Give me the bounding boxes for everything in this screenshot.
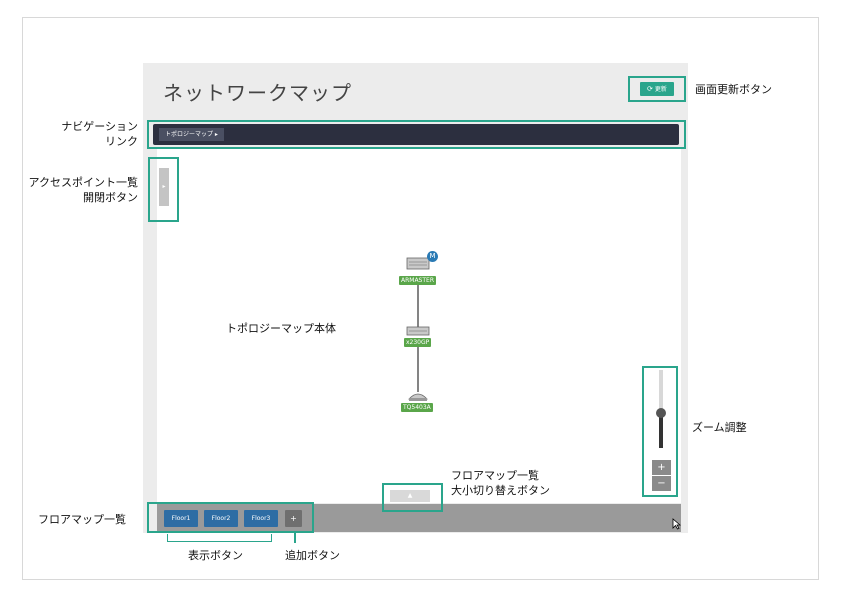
callout-navigation-line2: リンク (105, 135, 138, 148)
callout-navigation-line1: ナビゲーション (61, 120, 138, 133)
topology-canvas[interactable]: ▸ (157, 148, 681, 503)
add-floor-button[interactable]: + (285, 510, 302, 527)
callout-show-buttons: 表示ボタン (188, 549, 243, 562)
highlight-floor-list (147, 502, 314, 533)
highlight-refresh (628, 76, 686, 102)
callout-ap-toggle: アクセスポイント一覧 開閉ボタン (14, 175, 138, 205)
mouse-cursor-icon (672, 518, 681, 530)
zoom-slider[interactable] (656, 370, 666, 448)
zoom-slider-handle[interactable] (656, 408, 666, 418)
zoom-out-button[interactable]: − (652, 476, 671, 491)
refresh-button[interactable]: ⟳更新 (640, 82, 674, 96)
bracket-show-buttons (167, 534, 272, 542)
zoom-in-button[interactable]: + (652, 460, 671, 475)
floor-map-list: Floor1 Floor2 Floor3 + (157, 504, 681, 532)
floor-button-1[interactable]: Floor1 (164, 510, 198, 527)
callout-floor-list: フロアマップ一覧 (38, 513, 126, 526)
callout-topology: トポロジーマップ本体 (226, 322, 336, 335)
pointer-add-button (294, 532, 296, 543)
navigation-bar: トポロジーマップ ▸ (153, 124, 679, 145)
highlight-ap-toggle (148, 157, 179, 222)
page-title: ネットワークマップ (163, 81, 352, 105)
switch-icon (406, 257, 430, 270)
refresh-label: 更新 (654, 86, 667, 93)
callout-size-line2: 大小切り替えボタン (451, 484, 550, 497)
callout-size-toggle: フロアマップ一覧 大小切り替えボタン (451, 468, 550, 498)
highlight-size-toggle (382, 483, 443, 512)
floor-list-size-toggle-button[interactable]: ▲ (390, 490, 430, 502)
floor-button-3[interactable]: Floor3 (244, 510, 278, 527)
node-label-armaster[interactable]: ARMASTER (399, 276, 436, 285)
node-label-tq5403a[interactable]: TQ5403A (401, 403, 433, 412)
callout-zoom: ズーム調整 (692, 421, 747, 434)
floor-button-2[interactable]: Floor2 (204, 510, 238, 527)
highlight-navigation (147, 120, 686, 149)
zoom-slider-fill (659, 413, 663, 448)
network-map-window: ネットワークマップ ⟳更新 トポロジーマップ ▸ ▸ Floor1 Floor2… (143, 63, 688, 533)
callout-size-line1: フロアマップ一覧 (451, 469, 539, 482)
callout-refresh: 画面更新ボタン (695, 83, 772, 96)
master-badge: M (427, 251, 438, 262)
callout-ap-line1: アクセスポイント一覧 (28, 176, 138, 189)
highlight-zoom (642, 366, 678, 497)
callout-ap-line2: 開閉ボタン (83, 191, 138, 204)
ap-list-toggle-button[interactable]: ▸ (159, 168, 169, 206)
switch-icon (406, 326, 430, 336)
breadcrumb-topology-map[interactable]: トポロジーマップ ▸ (159, 128, 224, 141)
node-label-x230gp[interactable]: x230GP (404, 338, 432, 347)
callout-add-button: 追加ボタン (285, 549, 340, 562)
refresh-icon: ⟳ (647, 85, 653, 93)
access-point-icon (408, 393, 428, 401)
callout-navigation: ナビゲーション リンク (20, 119, 138, 149)
